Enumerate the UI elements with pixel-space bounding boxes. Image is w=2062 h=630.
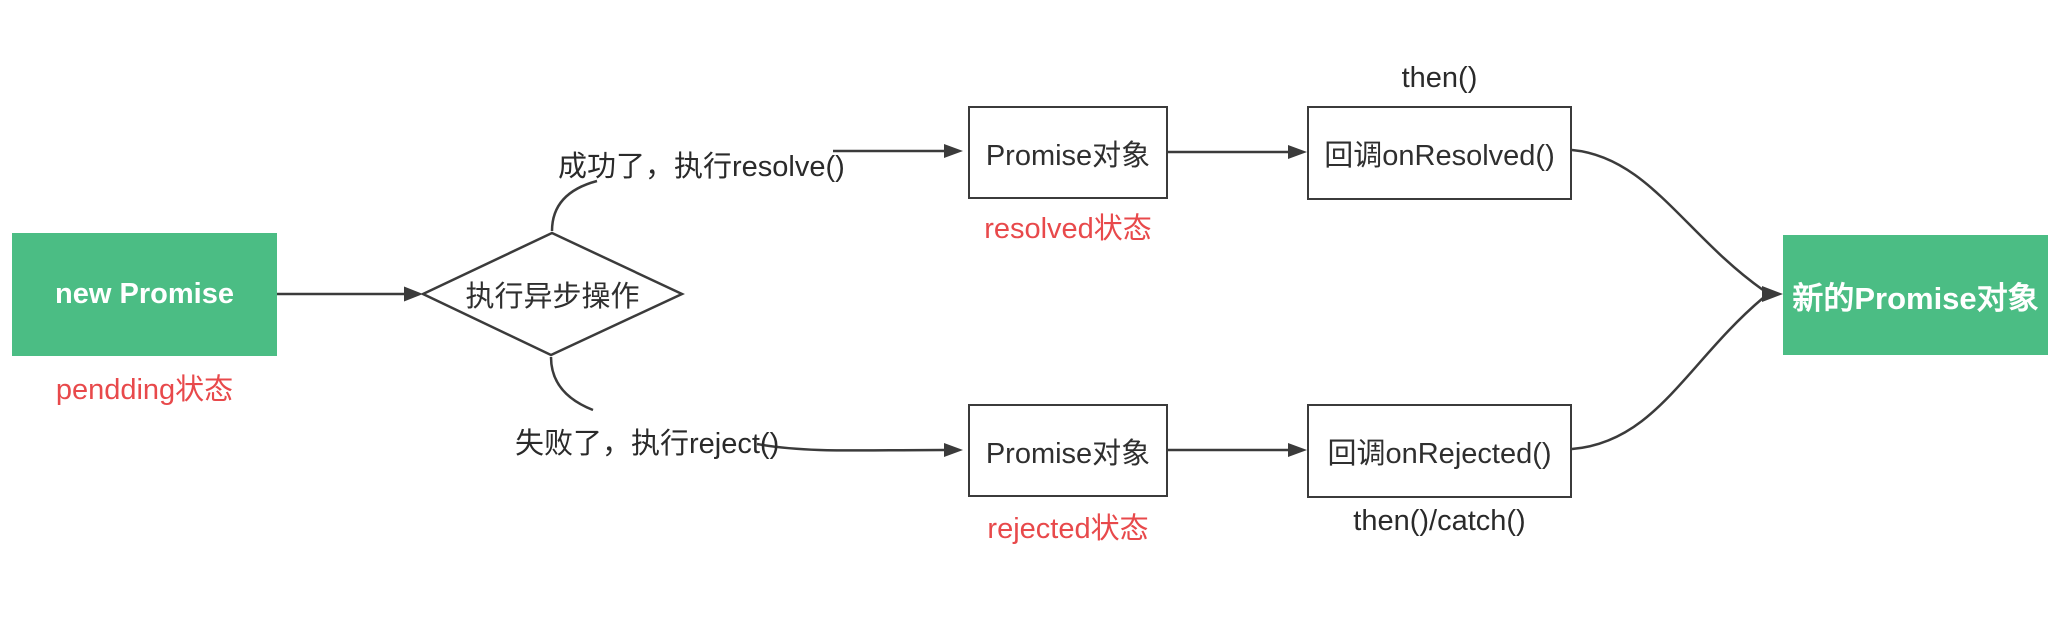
new-promise-node: new Promise bbox=[12, 233, 277, 356]
arrowhead-diamond bbox=[404, 286, 423, 302]
edge-onresolved-to-result bbox=[1571, 148, 1764, 292]
success-branch-label: 成功了，执行resolve() bbox=[558, 151, 845, 183]
edge-fail-to-promisebox bbox=[756, 442, 945, 452]
edge-onrejected-to-result bbox=[1571, 297, 1764, 451]
arrowhead-promise-resolved bbox=[944, 144, 963, 158]
callback-onrejected-node: 回调onRejected() bbox=[1307, 404, 1572, 498]
edge-diamond-fail-curve bbox=[549, 356, 594, 412]
result-promise-node: 新的Promise对象 bbox=[1783, 235, 2048, 355]
edge-diamond-success-curve bbox=[550, 179, 598, 232]
async-operation-node: 执行异步操作 bbox=[465, 281, 640, 313]
callback-onresolved-node: 回调onResolved() bbox=[1307, 106, 1572, 200]
promise-rejected-node: Promise对象 bbox=[968, 404, 1168, 497]
promise-resolved-node: Promise对象 bbox=[968, 106, 1168, 199]
diamond-shape bbox=[420, 231, 685, 357]
arrowhead-onrejected bbox=[1288, 443, 1307, 457]
arrowhead-promise-rejected bbox=[944, 443, 963, 457]
resolved-status-label: resolved状态 bbox=[984, 213, 1152, 245]
arrowhead-onresolved bbox=[1288, 145, 1307, 159]
pendding-status-label: pendding状态 bbox=[55, 374, 234, 406]
then-caption: then() bbox=[1401, 62, 1478, 94]
then-catch-caption: then()/catch() bbox=[1353, 505, 1526, 537]
arrowhead-result bbox=[1762, 286, 1783, 302]
fail-branch-label: 失败了，执行reject() bbox=[515, 428, 780, 460]
rejected-status-label: rejected状态 bbox=[987, 513, 1149, 545]
